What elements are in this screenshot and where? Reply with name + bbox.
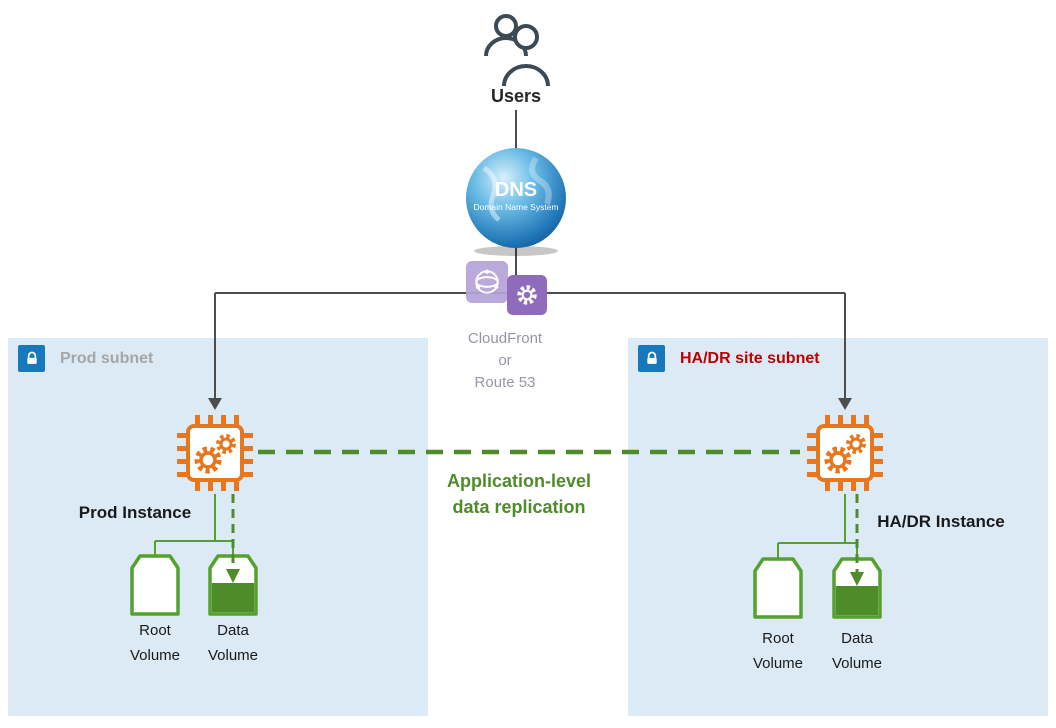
hadr-root-volume-label: Root Volume bbox=[752, 630, 804, 672]
prod-instance-label: Prod Instance bbox=[78, 503, 192, 522]
lock-icon bbox=[638, 345, 665, 372]
users-icon bbox=[480, 10, 552, 93]
replication-label-line1: Application-level bbox=[446, 471, 592, 491]
dns-globe-icon: DNS Domain Name System bbox=[464, 146, 568, 263]
hadr-root-volume-icon bbox=[752, 556, 804, 620]
prod-data-volume-icon bbox=[207, 553, 259, 617]
dns-subtitle: Domain Name System bbox=[473, 202, 558, 212]
hadr-subnet-label: HA/DR site subnet bbox=[680, 349, 820, 367]
prod-root-volume-icon bbox=[129, 553, 181, 617]
route53-icon bbox=[507, 275, 547, 315]
hadr-data-volume-icon bbox=[831, 556, 883, 620]
replication-label-line2: data replication bbox=[452, 497, 586, 517]
cdn-label-line1: CloudFront bbox=[467, 330, 543, 347]
cdn-label: CloudFront or Route 53 bbox=[435, 328, 575, 394]
dns-title: DNS bbox=[495, 179, 537, 201]
hadr-instance-icon bbox=[805, 413, 885, 493]
hadr-subnet-header: HA/DR site subnet bbox=[638, 345, 820, 372]
users-label: Users bbox=[490, 86, 542, 106]
cdn-label-line2: or bbox=[498, 352, 512, 369]
prod-subnet-header: Prod subnet bbox=[18, 345, 153, 372]
lock-icon bbox=[18, 345, 45, 372]
cdn-label-line3: Route 53 bbox=[474, 374, 536, 391]
gears-icon bbox=[824, 434, 866, 474]
chip-pins bbox=[807, 415, 883, 491]
gears-icon bbox=[194, 434, 236, 474]
prod-data-volume-label: Data Volume bbox=[207, 622, 259, 664]
prod-instance-icon bbox=[175, 413, 255, 493]
globe-shadow bbox=[474, 246, 558, 256]
chip-pins bbox=[177, 415, 253, 491]
replication-label: Application-level data replication bbox=[389, 468, 649, 520]
prod-subnet-label: Prod subnet bbox=[60, 349, 154, 367]
hadr-instance-label: HA/DR Instance bbox=[877, 512, 1005, 531]
hadr-data-volume-label: Data Volume bbox=[831, 630, 883, 672]
prod-root-volume-label: Root Volume bbox=[129, 622, 181, 664]
cloudfront-icon bbox=[466, 261, 508, 303]
